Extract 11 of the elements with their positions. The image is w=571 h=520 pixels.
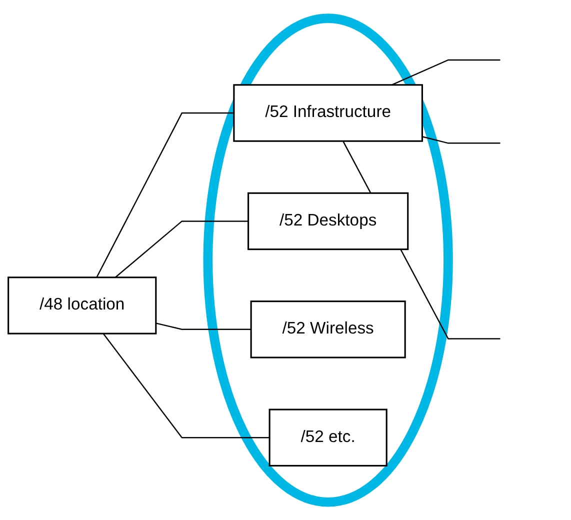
node-box: /52 etc. bbox=[268, 408, 388, 466]
connector bbox=[391, 59, 500, 86]
node-box: /52 Infrastructure bbox=[233, 84, 423, 142]
connector bbox=[102, 332, 270, 438]
node-box: /48 location bbox=[8, 276, 157, 334]
connector bbox=[114, 220, 248, 278]
connector bbox=[96, 112, 234, 278]
node-box: /52 Desktops bbox=[248, 192, 409, 250]
connector bbox=[422, 136, 500, 144]
node-box: /52 Wireless bbox=[250, 300, 406, 358]
connector bbox=[156, 322, 252, 330]
